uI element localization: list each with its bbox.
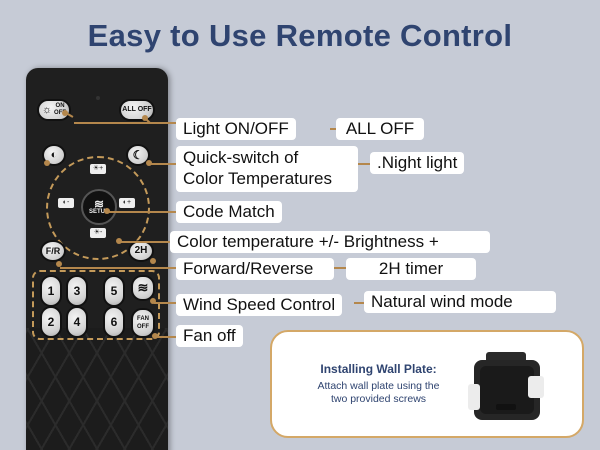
light-on-off-button[interactable]: ☼ ON OFF: [37, 99, 71, 121]
page-title: Easy to Use Remote Control: [87, 18, 513, 53]
connector-line: [108, 211, 176, 213]
temp-plus-icon[interactable]: ◐+: [119, 198, 135, 208]
connector-dot: [44, 160, 50, 166]
connector-line: [154, 302, 176, 304]
light-on-text: ON: [55, 103, 65, 109]
connector-dot: [150, 258, 156, 264]
speed-3-button[interactable]: 3: [66, 275, 88, 307]
connector-line: [156, 336, 176, 338]
half-circle-icon: ◐: [50, 149, 58, 161]
connector-dot: [152, 333, 158, 339]
label-night-light: .Night light: [370, 152, 465, 174]
label-wind-speed: Wind Speed Control: [176, 294, 343, 316]
night-light-button[interactable]: ☾: [126, 144, 150, 166]
remote-control: ☼ ON OFF ALL OFF ◐ ☾ ☀+ ◐- ◐+ ☀- ≋ SETUP…: [26, 68, 168, 450]
label-brightness: Brightness +: [343, 232, 439, 251]
connector-dot: [142, 115, 148, 121]
connector-line: [60, 267, 176, 269]
fan-off-button[interactable]: FAN OFF: [131, 308, 155, 338]
fan-off-bottom-text: OFF: [137, 324, 149, 330]
wall-plate-desc-line2: two provided screws: [330, 393, 427, 405]
wall-plate-title: Installing Wall Plate:: [320, 362, 437, 376]
label-quick-switch-line1: Quick-switch of: [183, 148, 299, 167]
connector-dot: [56, 261, 62, 267]
label-color-temp: Color temperature +/-: [177, 232, 340, 251]
connector-line: [354, 302, 364, 304]
code-match-dashed-outline: [46, 156, 150, 260]
wall-plate-card: Installing Wall Plate: Attach wall plate…: [270, 330, 584, 438]
label-code-match: Code Match: [176, 201, 282, 223]
speed-4-button[interactable]: 4: [66, 306, 88, 338]
label-natural-wind: Natural wind mode: [364, 291, 556, 313]
connector-line: [150, 163, 176, 165]
connector-line: [74, 122, 176, 124]
connector-dot: [146, 160, 152, 166]
connector-line: [120, 241, 176, 243]
wall-plate-description: Attach wall plate using the two provided…: [286, 380, 471, 406]
setup-text: SETUP: [88, 209, 109, 215]
wifi-icon: ≋: [93, 197, 105, 211]
connector-dot: [150, 298, 156, 304]
wall-plate-image: [468, 352, 544, 420]
brightness-down-icon[interactable]: ☀-: [90, 228, 106, 238]
connector-line: [358, 163, 370, 165]
label-all-off: ALL OFF: [336, 118, 424, 140]
fan-speed-dashed-outline: [32, 270, 160, 340]
natural-wind-button[interactable]: ≋: [131, 275, 155, 301]
fan-off-top-text: FAN: [137, 316, 149, 322]
remote-grip-texture: [26, 328, 168, 450]
sun-icon: ☼: [41, 104, 53, 116]
label-color-temp-brightness: Color temperature +/- Brightness +: [170, 231, 490, 253]
connector-dot: [62, 110, 68, 116]
brightness-up-icon[interactable]: ☀+: [90, 164, 106, 174]
label-quick-switch-line2: Color Temperatures: [183, 169, 332, 188]
speed-1-button[interactable]: 1: [40, 275, 62, 307]
connector-dot: [104, 208, 110, 214]
light-off-text: OFF: [54, 110, 67, 116]
connector-line: [330, 128, 336, 130]
label-2h-timer: 2H timer: [346, 258, 476, 280]
speed-6-button[interactable]: 6: [103, 306, 125, 338]
speed-5-button[interactable]: 5: [103, 275, 125, 307]
label-fan-off: Fan off: [176, 325, 243, 347]
moon-icon: ☾: [132, 148, 144, 162]
speed-2-button[interactable]: 2: [40, 306, 62, 338]
wall-plate-desc-line1: Attach wall plate using the: [317, 380, 440, 392]
ir-emitter: [96, 96, 100, 100]
setup-button[interactable]: ≋ SETUP: [81, 189, 117, 225]
all-off-button[interactable]: ALL OFF: [119, 99, 155, 121]
label-light-on-off: Light ON/OFF: [176, 118, 296, 140]
connector-line: [334, 267, 346, 269]
forward-reverse-button[interactable]: F/R: [40, 240, 66, 262]
wind-icon: ≋: [137, 280, 149, 295]
label-forward-reverse: Forward/Reverse: [176, 258, 334, 280]
label-quick-switch: Quick-switch of Color Temperatures: [176, 146, 358, 192]
temp-minus-icon[interactable]: ◐-: [58, 198, 74, 208]
connector-dot: [116, 238, 122, 244]
